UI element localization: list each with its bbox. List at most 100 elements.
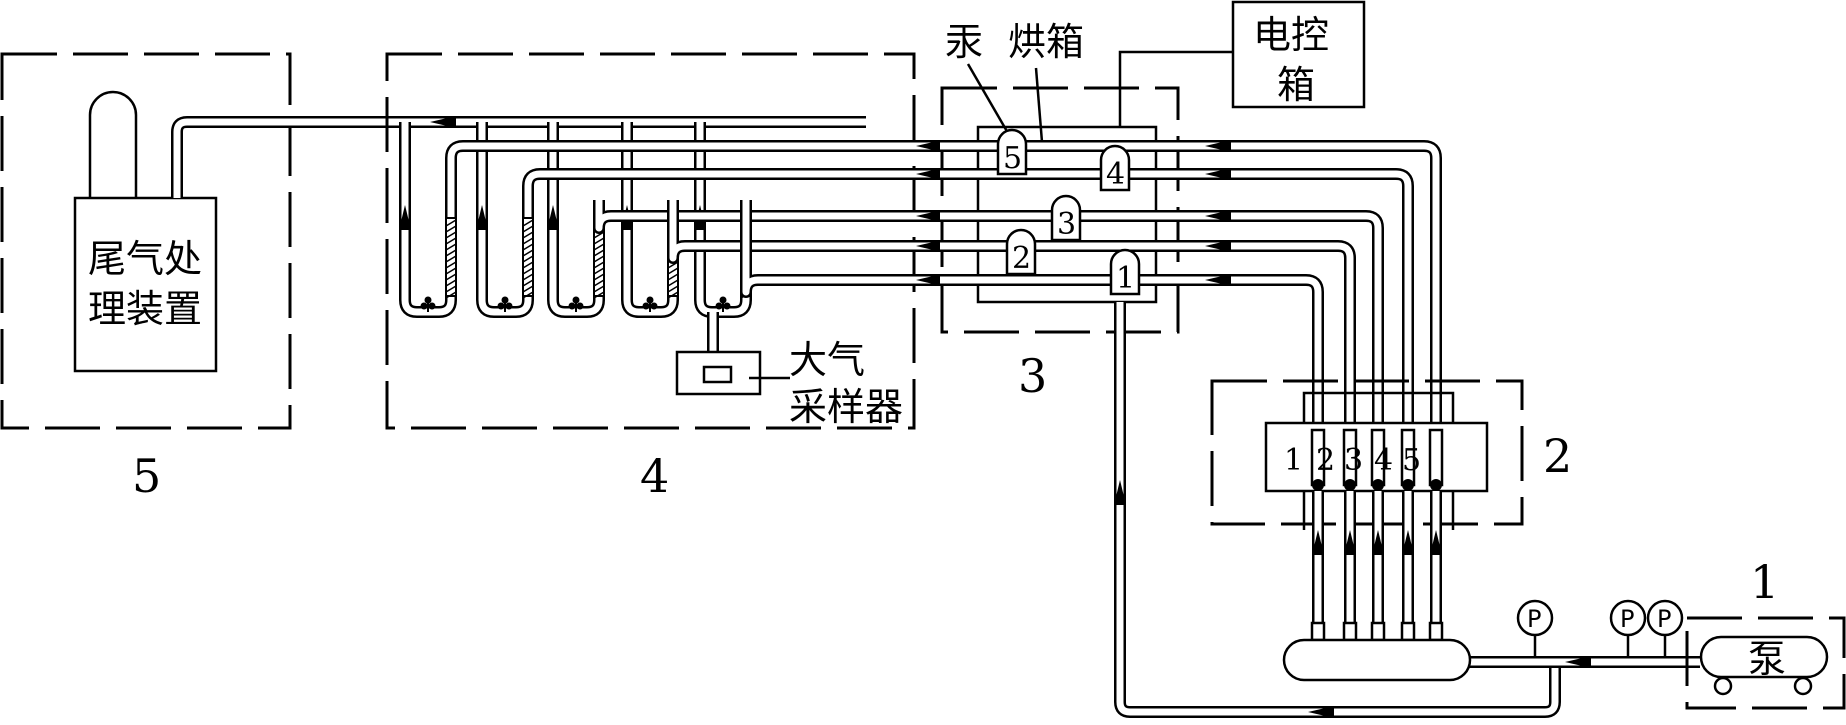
- source-number: 5: [1003, 141, 1022, 176]
- flow-arrow-left: [430, 116, 456, 128]
- u-tube-absorber: [399, 122, 457, 318]
- oven-to-flowmeter-pipe: [940, 240, 1356, 432]
- permeation-source: 3: [1050, 194, 1082, 242]
- float-ball: [1344, 479, 1356, 491]
- mercury-leader-line: [966, 63, 1014, 141]
- unit-4-number: 4: [640, 449, 669, 503]
- pressure-gauge-icon: [1609, 599, 1647, 637]
- feed-pipe: [740, 200, 940, 298]
- flow-arrow-left: [1565, 656, 1591, 668]
- permeation-source: 2: [1005, 228, 1037, 276]
- sampler-label-line2: 采样器: [789, 385, 903, 429]
- control-wire: [1118, 50, 1233, 127]
- flow-arrow-left: [916, 168, 942, 180]
- absorbent-packing: [445, 217, 457, 297]
- mercury-label: 汞: [945, 20, 983, 64]
- flow-arrow-up: [1372, 530, 1384, 555]
- flow-arrow-up: [1402, 530, 1414, 555]
- flowmeter-number: 4: [1374, 443, 1393, 478]
- unit-1-number: 1: [1750, 555, 1779, 609]
- u-tube-absorber: [476, 122, 534, 318]
- permeation-source: 1: [1109, 248, 1141, 296]
- absorbent-packing: [522, 217, 534, 297]
- flowmeter-number: 3: [1344, 443, 1363, 478]
- source-vial: [1109, 248, 1141, 296]
- float-ball: [1402, 479, 1414, 491]
- source-vial: [1050, 194, 1082, 242]
- feed-pipe: [445, 140, 940, 200]
- connector: [1400, 621, 1416, 642]
- pressure-gauge-icon: [1516, 599, 1554, 637]
- control-box-label-line1: 电控: [1253, 13, 1329, 57]
- flow-arrow-left: [1205, 274, 1231, 286]
- flow-arrow-up: [1344, 530, 1356, 555]
- exhaust-treatment-box: [73, 196, 218, 373]
- flow-arrow-left: [916, 210, 942, 222]
- flowmeter-tube: 2: [1316, 428, 1358, 642]
- pressure-gauge-icon: [1646, 599, 1684, 637]
- flow-arrow-up: [476, 205, 488, 230]
- exhaust-chimney: [88, 90, 138, 198]
- flowmeter-tube: 5: [1402, 428, 1444, 642]
- control-box-frame: [1231, 0, 1366, 109]
- buffer-manifold: [1282, 638, 1700, 682]
- feed-pipe: [667, 200, 940, 264]
- pressure-gauge: P: [1609, 599, 1647, 656]
- flow-arrow-up: [1114, 480, 1126, 505]
- source-number: 2: [1012, 241, 1031, 276]
- pump-label: 泵: [1748, 637, 1786, 681]
- oven-to-flowmeter-pipe: [940, 140, 1442, 432]
- connector: [1342, 621, 1358, 642]
- flow-arrow-left: [916, 240, 942, 252]
- source-vial: [996, 128, 1028, 176]
- sampler-display: [702, 365, 733, 384]
- pump-wheel: [1793, 676, 1813, 696]
- unit-1-pump: 泵 1: [1685, 555, 1846, 710]
- pressure-gauge: P: [1646, 599, 1684, 656]
- oven-to-flowmeter-pipe: [940, 168, 1414, 432]
- flow-arrow-left: [916, 140, 942, 152]
- flow-arrow-up: [1430, 530, 1442, 555]
- buffer-tank: [1282, 638, 1472, 682]
- unit-5-number: 5: [132, 449, 161, 503]
- pressure-gauge-label: P: [1657, 605, 1671, 633]
- flowmeter-tube: 1: [1284, 428, 1326, 642]
- source-vial: [1099, 144, 1131, 192]
- pressure-gauge-label: P: [1527, 605, 1541, 633]
- flowmeter-number: 1: [1284, 443, 1303, 478]
- flow-arrow-up: [1312, 530, 1324, 555]
- flow-arrow-up: [399, 205, 411, 230]
- source-number: 1: [1116, 261, 1135, 296]
- connector: [1428, 621, 1444, 642]
- control-box: 电控 箱: [1118, 0, 1366, 127]
- source-number: 4: [1106, 157, 1125, 192]
- rotameter-glass: [1428, 428, 1444, 487]
- float-ball: [1430, 479, 1442, 491]
- pump-wheel: [1713, 676, 1733, 696]
- unit-5-exhaust-treatment: 尾气处 理装置 5: [0, 52, 292, 503]
- atmospheric-sampler: 大气 采样器: [675, 312, 903, 429]
- flowmeter-tube: 4: [1374, 428, 1416, 642]
- flowmeter-tube: 3: [1344, 428, 1386, 642]
- source-vial: [1005, 228, 1037, 276]
- oven-leader-line: [1034, 67, 1044, 143]
- connector: [1310, 621, 1326, 642]
- control-box-label-line2: 箱: [1277, 63, 1315, 107]
- flow-arrow-left: [1205, 240, 1231, 252]
- oven-pipes: [445, 140, 1442, 432]
- flowmeter-number: 2: [1316, 443, 1335, 478]
- connector: [1370, 621, 1386, 642]
- flow-arrow-left: [1205, 168, 1231, 180]
- exhaust-manifold-pipe: [171, 116, 866, 198]
- permeation-source: 4: [1099, 144, 1131, 192]
- unit-1-dashed-boundary: [1685, 616, 1846, 710]
- feed-pipe: [593, 200, 940, 234]
- mercury-permeation-sources: 1 234 5: [996, 128, 1141, 296]
- unit-2-dashed-boundary: [1210, 379, 1524, 526]
- feed-pipe: [522, 168, 940, 200]
- sampler-label-line1: 大气: [789, 338, 865, 382]
- unit-2-number: 2: [1543, 429, 1572, 483]
- exhaust-label-line1: 尾气处: [88, 237, 202, 281]
